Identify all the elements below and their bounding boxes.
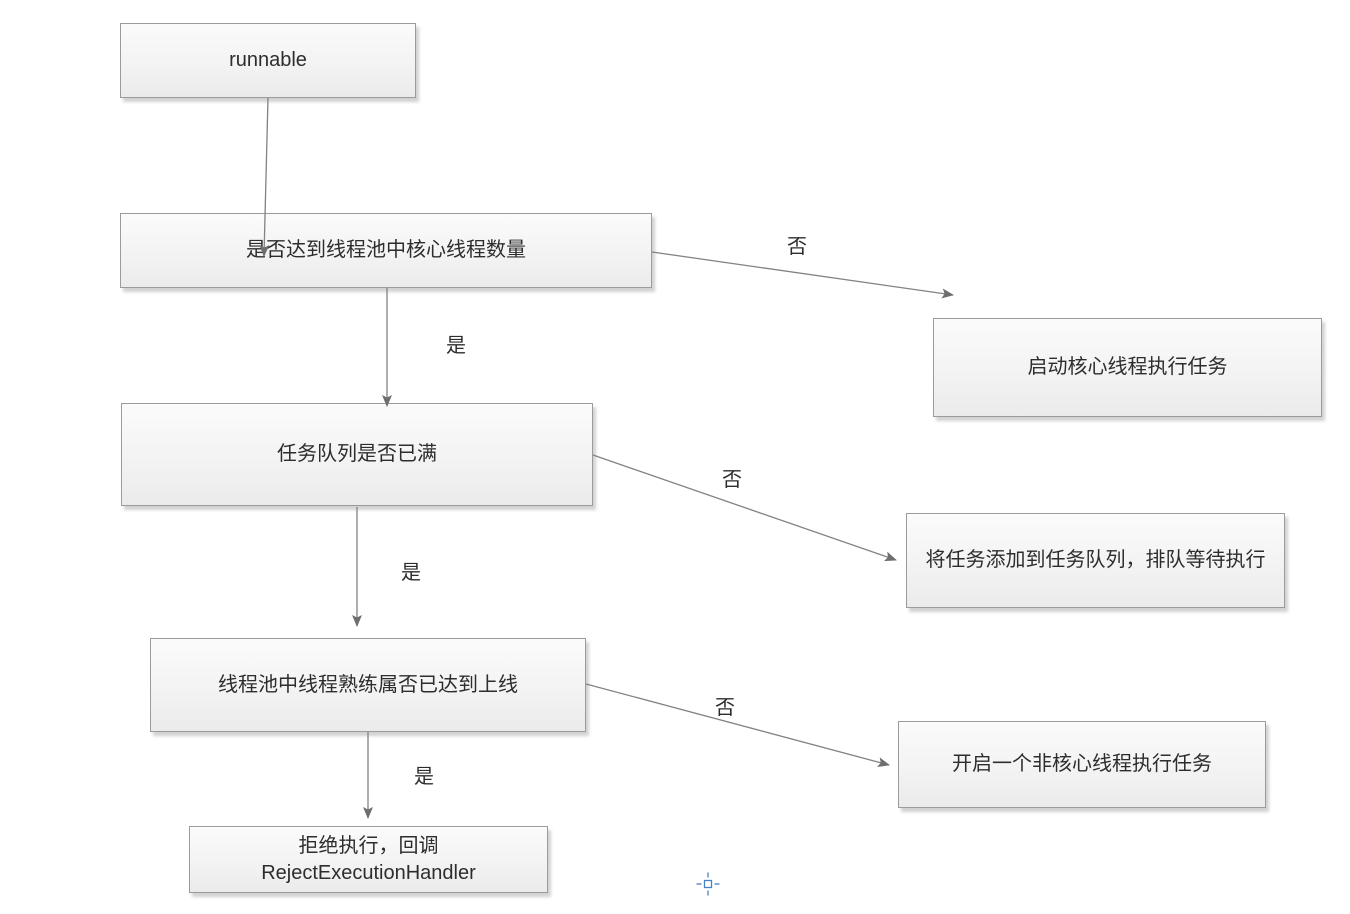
node-queue-full-check-label: 任务队列是否已满 xyxy=(277,443,437,465)
node-pool-max-check-label: 线程池中线程熟练属否已达到上线 xyxy=(218,673,518,696)
node-add-to-queue-label: 将任务添加到任务队列，排队等待执行 xyxy=(925,549,1266,571)
node-add-to-queue[interactable]: 将任务添加到任务队列，排队等待执行 xyxy=(906,513,1285,608)
crosshair-icon xyxy=(696,872,720,896)
node-pool-max-check[interactable]: 线程池中线程熟练属否已达到上线 xyxy=(150,638,586,732)
node-core-thread-check[interactable]: 是否达到线程池中核心线程数量 xyxy=(120,213,652,288)
node-start-core-thread[interactable]: 启动核心线程执行任务 xyxy=(933,318,1322,417)
node-queue-full-check[interactable]: 任务队列是否已满 xyxy=(121,403,593,506)
node-core-thread-check-label: 是否达到线程池中核心线程数量 xyxy=(246,239,526,261)
edge-label-core-yes: 是 xyxy=(446,335,466,357)
edge-pool-no-line xyxy=(585,683,890,767)
edge-label-queue-yes: 是 xyxy=(401,562,421,584)
edge-label-pool-yes: 是 xyxy=(414,766,434,788)
node-start-noncore-thread[interactable]: 开启一个非核心线程执行任务 xyxy=(898,721,1266,808)
node-start-core-thread-label: 启动核心线程执行任务 xyxy=(1027,356,1228,378)
edge-label-pool-no: 否 xyxy=(715,697,735,719)
edge-label-queue-no: 否 xyxy=(722,469,742,491)
edge-core-no-line xyxy=(651,251,954,299)
node-runnable-label: runnable xyxy=(229,49,307,71)
node-reject-execution[interactable]: 拒绝执行，回调 RejectExecutionHandler xyxy=(189,826,548,893)
edge-label-core-no: 否 xyxy=(787,236,807,258)
node-start-noncore-thread-label: 开启一个非核心线程执行任务 xyxy=(952,753,1212,775)
edge-queue-no-line xyxy=(592,454,897,562)
node-reject-execution-label: 拒绝执行，回调 RejectExecutionHandler xyxy=(261,834,476,884)
node-runnable[interactable]: runnable xyxy=(120,23,416,98)
